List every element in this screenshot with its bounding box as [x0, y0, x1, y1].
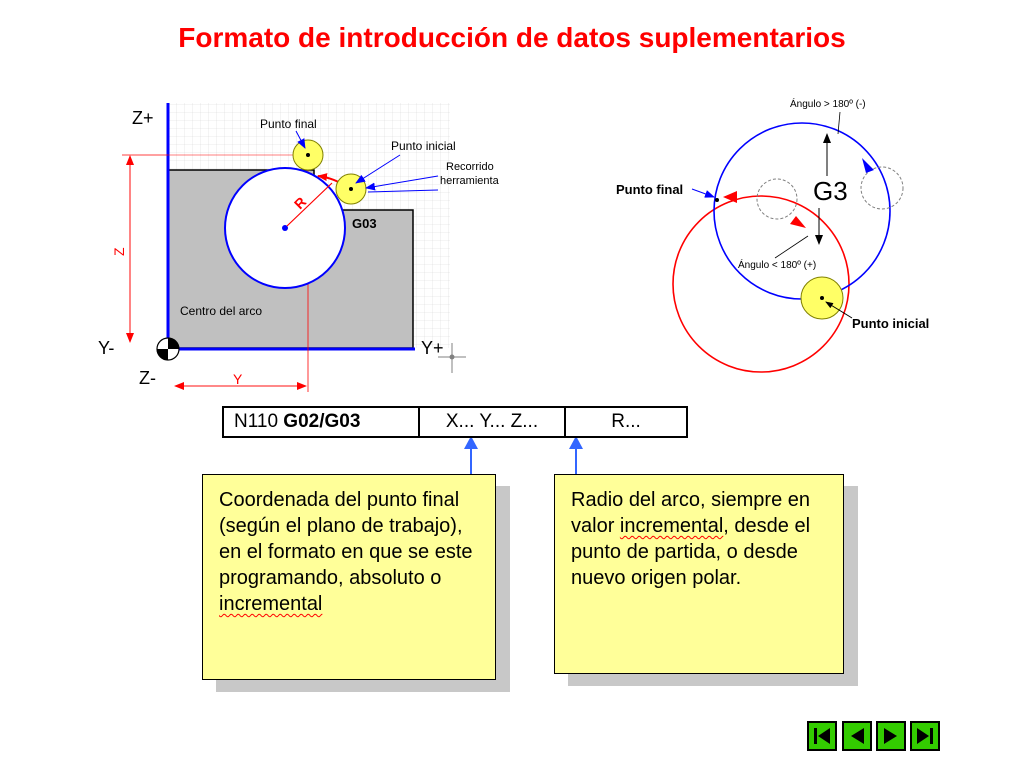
- note-coordinates-squiggle-word: incremental: [219, 593, 323, 615]
- crosshair-icon: [438, 343, 466, 373]
- left-diagram: Z+ Z- Y- Y+ Z Y R Punto final Punto inic…: [98, 103, 500, 392]
- red-arc-circle: [672, 195, 850, 373]
- last-icon: [917, 728, 933, 744]
- format-cell-coords: X... Y... Z...: [420, 408, 566, 436]
- dashed-tool-right: [860, 166, 904, 210]
- format-block-number: N110: [234, 411, 284, 432]
- z-dimension-label: Z: [111, 247, 127, 256]
- note-radius-squiggle-word: incremental: [619, 515, 724, 537]
- format-cell-block: N110 G02/G03: [224, 408, 420, 436]
- y-dimension-label: Y: [233, 371, 243, 387]
- page-title: Formato de introducción de datos supleme…: [178, 22, 846, 53]
- note-radius: Radio del arco, siempre en valor increme…: [554, 474, 844, 674]
- format-table: N110 G02/G03 X... Y... Z... R...: [222, 406, 688, 438]
- note-radius-text-2: , desde el punto de partida, o desde nue…: [571, 515, 811, 589]
- right-punto-inicial-label: Punto inicial: [852, 316, 929, 331]
- right-punto-final-label: Punto final: [616, 182, 683, 197]
- blue-arc-circle: [713, 122, 891, 300]
- arrow-up-radius: [569, 436, 583, 449]
- right-diagram: Ángulo > 180º (-) Ángulo < 180º (+) G3 P…: [616, 97, 929, 373]
- angle-gt-label: Ángulo > 180º (-): [790, 97, 866, 110]
- punto-final-label: Punto final: [260, 117, 317, 131]
- blue-arrowhead: [862, 158, 874, 173]
- format-cell-radius: R...: [611, 411, 641, 432]
- nav-last-button[interactable]: [910, 721, 940, 751]
- angle-lt-label: Ángulo < 180º (+): [738, 258, 816, 271]
- red-arrowhead-2: [790, 216, 806, 228]
- note-coordinates-text: Coordenada del punto final (según el pla…: [219, 489, 473, 589]
- previous-icon: [851, 728, 864, 744]
- dashed-tool-left: [756, 178, 798, 220]
- axis-z-minus-label: Z-: [139, 368, 156, 388]
- recorrido-label-2: herramienta: [440, 175, 500, 187]
- nav-first-button[interactable]: [807, 721, 837, 751]
- axis-y-plus-label: Y+: [421, 338, 444, 358]
- g03-label: G03: [352, 216, 377, 231]
- nav-previous-button[interactable]: [842, 721, 872, 751]
- punto-inicial-label: Punto inicial: [391, 139, 456, 153]
- arc-center-dot: [282, 225, 288, 231]
- nav-next-button[interactable]: [876, 721, 906, 751]
- first-icon: [814, 728, 830, 744]
- axis-y-minus-label: Y-: [98, 338, 114, 358]
- red-arrowhead-1: [723, 191, 737, 203]
- radius-line: [286, 182, 333, 227]
- centro-del-arco-label: Centro del arco: [180, 304, 262, 318]
- axis-z-plus-label: Z+: [132, 108, 154, 128]
- note-coordinates: Coordenada del punto final (según el pla…: [202, 474, 496, 680]
- next-icon: [884, 728, 897, 744]
- connectors: [464, 436, 583, 474]
- format-codes: G02/G03: [283, 411, 361, 432]
- recorrido-label-1: Recorrido: [446, 161, 494, 173]
- arrow-up-coords: [464, 436, 478, 449]
- note-radius-text-1: Radio del arco, siempre en valor: [571, 489, 811, 537]
- origin-icon: [156, 337, 180, 361]
- g3-label: G3: [813, 176, 848, 206]
